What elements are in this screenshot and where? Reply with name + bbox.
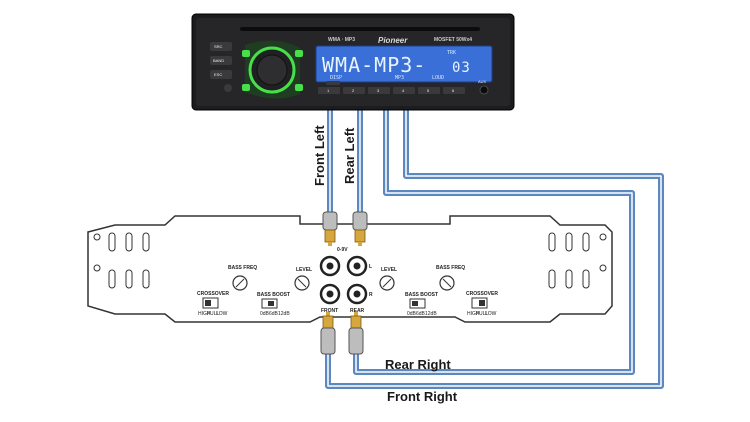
display-track-number: 03: [452, 60, 471, 76]
display-small-2: MP3: [395, 75, 404, 81]
bass-freq-label-left: BASS FREQ: [228, 265, 257, 271]
band-button-label: BAND: [213, 58, 224, 63]
cooling-slots-left: [108, 232, 150, 289]
preset-2: 2: [352, 88, 355, 93]
boost-option-12-right: 12dB: [425, 311, 437, 317]
preset-4: 4: [402, 88, 405, 93]
volume-knob: [242, 40, 303, 99]
input-voltage-label: 0-9V: [337, 247, 348, 253]
brand-logo: Pioneer: [378, 36, 408, 45]
front-label: FRONT: [321, 308, 338, 314]
rca-wires: [325, 108, 664, 389]
crossover-option-low-left: LOW: [216, 311, 228, 317]
left-button-panel: SRC BAND ESC: [210, 42, 232, 92]
label-rear-right: Rear Right: [385, 357, 451, 372]
src-button-label: SRC: [214, 44, 223, 49]
boost-option-12-left: 12dB: [278, 311, 290, 317]
aux-label: AUX: [478, 79, 487, 84]
rca-jack-front-right: [319, 283, 341, 305]
label-rear-left: Rear Left: [342, 127, 357, 184]
rca-input-block: 0-9V L R FRONT REAR: [319, 247, 373, 314]
cd-slot: [240, 27, 480, 31]
rear-label: REAR: [350, 308, 365, 314]
boost-option-0-right: 0dB: [407, 311, 417, 317]
display-small-3: LOUD: [432, 75, 444, 81]
crossover-option-low-right: LOW: [485, 311, 497, 317]
display-main-text: WMA-MP3-: [322, 53, 426, 77]
preset-buttons: 1 2 3 4 5 6: [318, 87, 465, 94]
rca-jack-front-left: [319, 255, 341, 277]
crossover-option-full-left: FULL: [207, 311, 219, 317]
rca-plug-front-left: [322, 211, 338, 246]
boost-option-6-right: 6dB: [416, 311, 426, 317]
rca-plug-rear-left: [352, 211, 368, 246]
preset-1: 1: [327, 88, 330, 93]
crossover-label-right: CROSSOVER: [466, 291, 498, 297]
format-label: WMA · MP3: [328, 37, 355, 43]
head-unit: SRC BAND ESC WMA · MP3 Pioneer MOSFET 50…: [191, 13, 515, 111]
crossover-option-high-left: HIGH: [198, 311, 211, 317]
display-small-1: DISP: [330, 75, 342, 81]
aux-jack: [479, 85, 489, 95]
rca-plug-front-right: [320, 312, 336, 355]
display-panel: WMA-MP3- TRK 03 DISP MP3 LOUD: [315, 45, 493, 83]
crossover-option-high-right: HIGH: [467, 311, 480, 317]
model-label: MOSFET 50Wx4: [434, 37, 472, 43]
channel-label-left: L: [369, 264, 372, 270]
bass-boost-label-right: BASS BOOST: [405, 292, 438, 298]
preset-6: 6: [452, 88, 455, 93]
cooling-slots-right: [548, 232, 590, 289]
preset-5: 5: [427, 88, 430, 93]
boost-option-0-left: 0dB: [260, 311, 270, 317]
preset-3: 3: [377, 88, 380, 93]
display-track-label: TRK: [447, 50, 456, 56]
crossover-option-full-right: FULL: [476, 311, 488, 317]
crossover-label-left: CROSSOVER: [197, 291, 229, 297]
rca-jack-rear-right: [346, 283, 368, 305]
level-label-right: LEVEL: [381, 267, 397, 273]
bass-boost-label-left: BASS BOOST: [257, 292, 290, 298]
rca-jack-rear-left: [346, 255, 368, 277]
label-front-left: Front Left: [312, 125, 327, 186]
channel-label-right: R: [369, 292, 373, 298]
boost-option-6-left: 6dB: [269, 311, 279, 317]
level-label-left: LEVEL: [296, 267, 312, 273]
label-front-right: Front Right: [387, 389, 458, 404]
amplifier: BASS FREQ LEVEL CROSSOVER HIGH FULL LOW …: [87, 215, 613, 323]
bass-freq-label-right: BASS FREQ: [436, 265, 465, 271]
esc-button-label: ESC: [214, 72, 222, 77]
rca-plug-rear-right: [348, 312, 364, 355]
